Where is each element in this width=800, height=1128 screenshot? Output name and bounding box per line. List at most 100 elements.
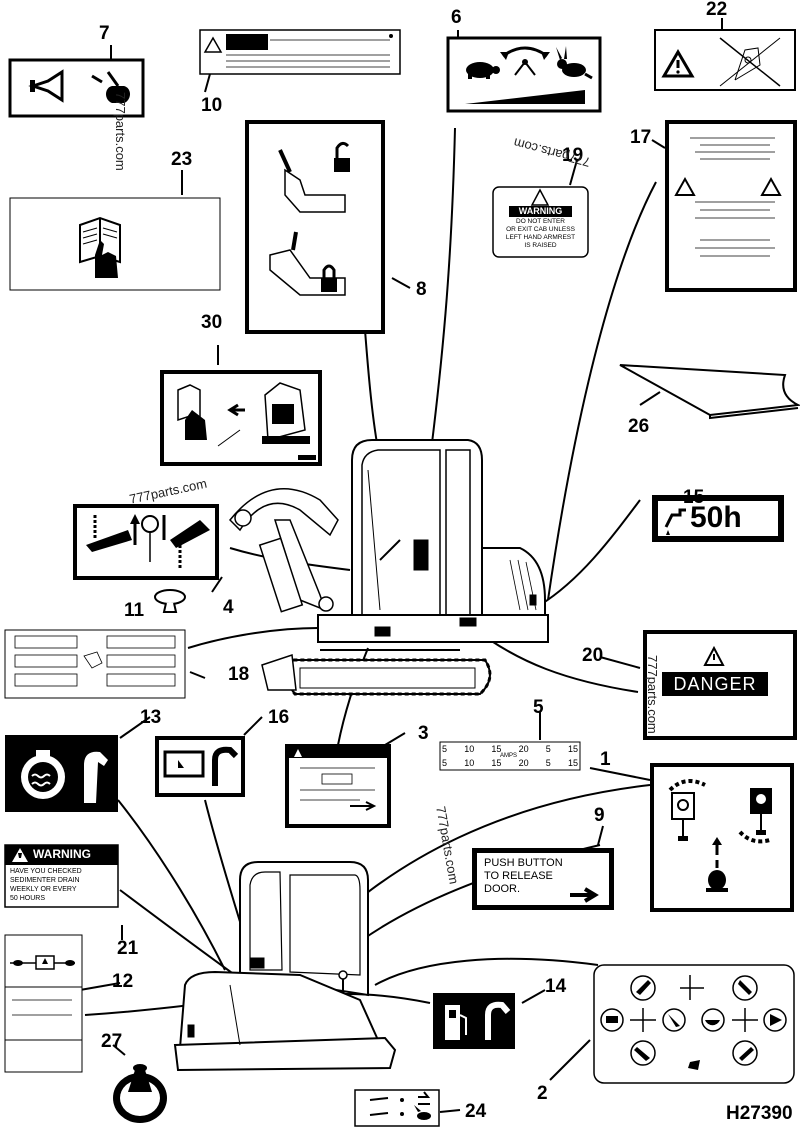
callout-22: 22 [706,0,728,20]
fuse-rating: 20 [518,758,529,768]
fuse-rating: 5 [545,758,551,768]
hare-icon [556,46,593,80]
callout-19: 19 [562,145,584,166]
drawing-number: H27390 [726,1103,793,1124]
decal-5-top-row: 5 10 15 20 5 15 [442,744,578,754]
fuse-rating: 5 [442,744,448,754]
decal-2-control-layout [593,964,795,1084]
decal-3-info [285,744,391,828]
fuse-rating: 15 [491,744,502,754]
callout-16: 16 [268,707,290,728]
horn-icon [28,69,64,103]
decal-19-line: LEFT HAND ARMREST [505,234,576,241]
unlocked-padlock-icon [334,141,350,172]
callout-14: 14 [545,976,567,997]
callout-6: 6 [451,7,462,28]
tortoise-icon [466,62,500,79]
callout-30: 30 [201,312,223,333]
decal-8-lock-lever [245,120,385,334]
callout-5: 5 [533,697,544,718]
callout-11: 11 [124,600,145,621]
fuse-rating: 15 [567,744,578,754]
decal-5-unit: AMPS [500,753,518,759]
fuse-rating: 15 [567,758,578,768]
decal-19-heading: WARNING [518,206,563,216]
decal-19-line: OR EXIT CAB UNLESS [506,226,575,233]
decal-30-manual-machine [160,370,322,466]
decal-9-line: DOOR. [484,883,521,895]
fuel-pump-icon [84,751,108,803]
callout-7: 7 [99,23,110,44]
decal-13-coolant-fuel [5,735,118,812]
fuse-rating: 15 [491,758,502,768]
decal-21-line: 50 HOURS [10,895,46,902]
decal-9-door-release [472,848,614,910]
decal-19-line: DO NOT ENTER [516,218,565,225]
decal-22-crossed-out [654,29,796,91]
callout-27: 27 [101,1031,123,1052]
decal-15-text: 50h [690,501,742,534]
excavator-side-view [228,439,549,696]
fuse-rating: 10 [464,744,475,754]
decal-14-fuel-filler [433,993,515,1049]
decal-21-heading: WARNING [33,847,91,861]
decal-5-fuse-strip [439,741,581,771]
fuse-rating: 20 [518,744,529,754]
callout-17: 17 [630,127,652,148]
decal-17-instruction-panel [665,120,797,292]
decal-23-read-manual [9,197,221,291]
item-27-cap [113,1064,167,1123]
item-11-plug [154,589,186,613]
decal-1-control-direction [650,763,794,912]
fuse-rating: 5 [545,744,551,754]
callout-18: 18 [228,664,250,685]
decal-21-sedimenter [4,844,119,908]
warning-triangle-icon [661,49,695,78]
decal-12-tall-strip [4,934,83,1073]
callout-23: 23 [171,149,193,170]
callout-8: 8 [416,279,427,300]
decal-19-line: IS RAISED [524,242,557,249]
callout-12: 12 [112,971,134,992]
decal-21-line: HAVE YOU CHECKED [10,868,82,875]
callout-1: 1 [600,749,611,770]
decal-6-travel-speed [446,36,602,113]
callout-4: 4 [223,597,234,618]
callout-13: 13 [140,707,162,728]
callout-26: 26 [628,416,650,437]
decal-7-horn [8,58,145,118]
decal-21-line: SEDIMENTER DRAIN [10,877,80,884]
watermark: 777parts.com [645,655,660,734]
decal-5-bottom-row: 5 10 15 20 5 15 [442,758,578,768]
decal-24-throttle [354,1089,440,1127]
callout-21: 21 [117,938,139,959]
callout-15: 15 [683,487,705,508]
decal-10-warning-strip [199,29,401,75]
watermark: 777parts.com [113,92,128,171]
joystick-icon [91,71,130,103]
callout-10: 10 [201,95,223,116]
fuse-rating: 5 [442,758,448,768]
callout-9: 9 [594,805,605,826]
decal-4-control-pattern [73,504,219,580]
fuse-rating: 10 [464,758,475,768]
decal-20-text: DANGER [673,674,757,694]
decal-9-line: TO RELEASE [484,870,553,882]
decal-15-service-interval [652,495,784,542]
decal-16-fuel-filter [155,736,245,797]
callout-3: 3 [418,723,429,744]
engine-coolant-icon [21,750,65,799]
callout-20: 20 [582,645,604,666]
locked-padlock-icon [321,264,337,292]
decal-21-line: WEEKLY OR EVERY [10,886,77,893]
excavator-rear-view [173,861,397,1072]
decal-19-warning-cab [492,186,589,258]
decal-20-danger-plate [643,630,797,740]
decal-26-manual-sheet [619,364,800,420]
callout-24: 24 [465,1101,487,1122]
hand-icon [95,240,118,278]
callout-2: 2 [537,1083,548,1104]
decal-9-line: PUSH BUTTON [484,857,563,869]
